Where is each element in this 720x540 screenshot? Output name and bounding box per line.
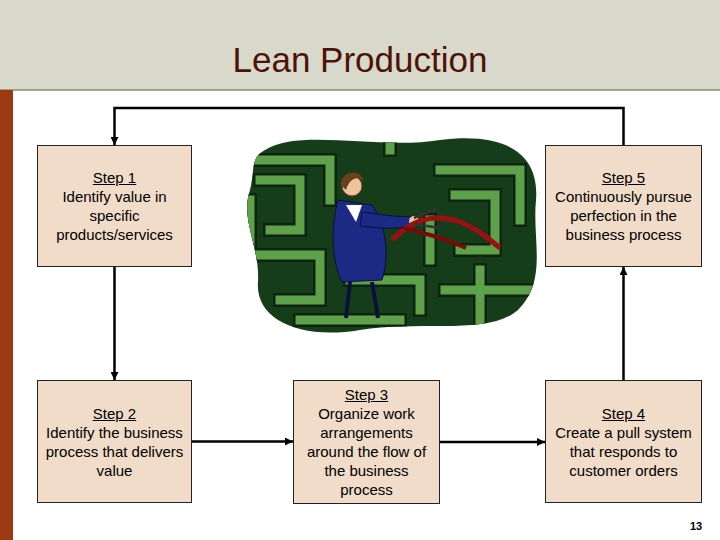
page-number: 13: [690, 520, 702, 532]
flow-arrow: [622, 267, 625, 380]
flow-arrow: [440, 441, 545, 444]
process-box: Step 5Continuously pursue perfection in …: [545, 145, 702, 267]
title-rule: [0, 89, 720, 91]
woman-figure: [333, 173, 419, 318]
step-heading: Step 1: [93, 168, 136, 187]
flow-arrow: [192, 440, 293, 443]
step-heading: Step 4: [602, 404, 645, 423]
title-band: [0, 0, 720, 90]
flow-arrow: [115, 108, 624, 145]
step-heading: Step 5: [602, 168, 645, 187]
step-heading: Step 2: [93, 404, 136, 423]
step-description: Identify the business process that deliv…: [44, 423, 185, 480]
maze-illustration: [240, 135, 537, 333]
step-heading: Step 3: [345, 385, 388, 404]
side-bar: [0, 90, 13, 540]
process-box: Step 2Identify the business process that…: [37, 380, 192, 503]
maze-walls: [240, 135, 530, 330]
process-box: Step 4Create a pull system that responds…: [545, 380, 702, 503]
slide-title: Lean Production: [0, 40, 720, 80]
step-description: Identify value in specific products/serv…: [44, 187, 185, 244]
process-box: Step 3Organize work arrangements around …: [293, 380, 440, 504]
step-description: Continuously pursue perfection in the bu…: [552, 187, 695, 244]
step-description: Organize work arrangements around the fl…: [300, 404, 433, 499]
process-box: Step 1Identify value in specific product…: [37, 145, 192, 267]
red-tape: [392, 208, 500, 248]
flow-arrow: [113, 267, 116, 380]
step-description: Create a pull system that responds to cu…: [552, 423, 695, 480]
